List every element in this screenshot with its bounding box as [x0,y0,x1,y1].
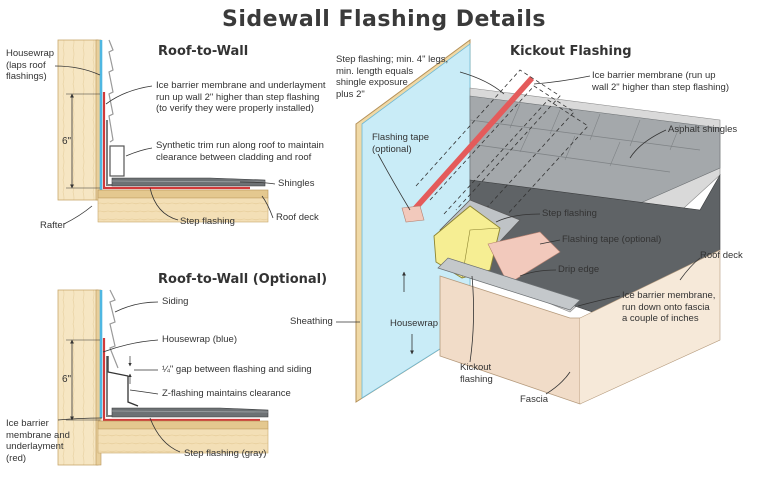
label-shingles: Shingles [278,178,315,189]
label-kickout-flashing: Kickout flashing [460,362,493,385]
asphalt-shingles [469,95,721,213]
z-flashing [107,356,139,407]
label-roof-deck-1: Roof deck [276,212,319,223]
label-gap: ¼" gap between flashing and siding [162,364,312,375]
dimension-6in-2: 6" [62,374,72,385]
label-flashing-tape-optional: Flashing tape (optional) [372,132,430,155]
ice-barrier-wall-strip [410,76,534,214]
label-siding: Siding [162,296,189,307]
roof-to-wall-optional-section [57,289,269,466]
label-housewrap-3: Housewrap [390,318,439,329]
label-fascia: Fascia [520,394,548,405]
label-housewrap-1: Housewrap (laps roof flashings) [6,48,55,82]
drip-edge-piece [437,257,581,311]
siding-2 [109,289,119,369]
flashing-tape-piece [487,231,561,285]
label-ice-barrier-bottom: Ice barrier membrane, run down onto fasc… [622,290,716,324]
label-housewrap-2: Housewrap (blue) [162,334,237,345]
label-ice-barrier-top: Ice barrier membrane (run up wall 2" hig… [592,70,729,93]
roof-deck-2 [97,420,269,430]
kickout-flashing-section [336,39,721,405]
page-title: Sidewall Flashing Details [222,7,546,32]
synthetic-trim [109,145,125,177]
roof-deck-1 [97,189,269,199]
label-ice-barrier-1: Ice barrier membrane and underlayment ru… [156,80,326,114]
panel-title-roof-to-wall: Roof-to-Wall [158,44,249,59]
label-synthetic-trim: Synthetic trim run along roof to maintai… [156,140,324,163]
label-asphalt-shingles: Asphalt shingles [668,124,738,135]
wall-stud-2 [57,289,99,466]
label-step-flashing-note: Step flashing; min. 4" legs, min. length… [336,54,449,100]
label-roof-deck-3: Roof deck [700,250,743,261]
panel-title-roof-to-wall-optional: Roof-to-Wall (Optional) [158,272,328,287]
label-step-flashing-3: Step flashing [542,208,597,219]
siding-1 [108,39,114,143]
label-drip-edge: Drip edge [558,264,600,275]
label-z-flashing: Z-flashing maintains clearance [162,388,291,399]
roof-to-wall-section [54,39,276,225]
dimension-6in-1: 6" [62,136,72,147]
label-step-flashing-1: Step flashing [180,216,235,227]
label-sheathing: Sheathing [290,316,333,327]
label-flashing-tape: Flashing tape (optional) [562,234,662,245]
flashing-tape-strip [401,205,425,223]
label-step-flashing-2: Step flashing (gray) [184,448,267,459]
rafter-2 [97,428,269,454]
ice-barrier-2 [102,338,260,422]
wall-stud-1 [57,39,99,201]
panel-title-kickout: Kickout Flashing [510,44,632,59]
rafter-1 [97,197,269,223]
ice-barrier-1 [102,92,250,190]
label-ice-barrier-2: Ice barrier membrane and underlayment (r… [6,418,70,464]
label-rafter: Rafter [40,220,66,231]
step-flashing-dashed [415,69,589,241]
shingles-2 [111,407,269,418]
